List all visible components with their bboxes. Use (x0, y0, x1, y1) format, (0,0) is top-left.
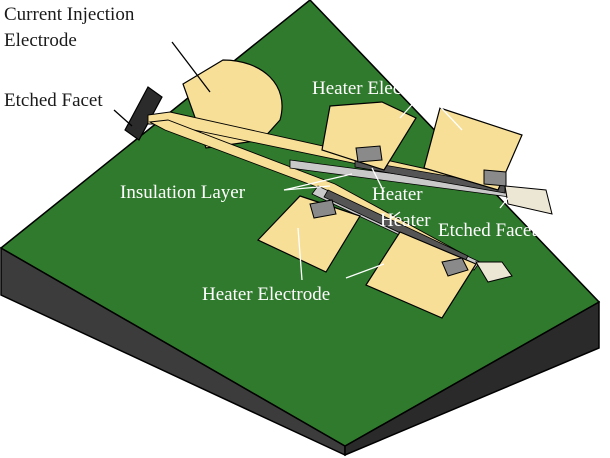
leader-lines-white (283, 97, 509, 281)
label-current-injection-line1: Current Injection (4, 4, 135, 25)
leader-heater-electrode-top-2 (431, 97, 463, 131)
contact-pad-1 (355, 145, 383, 163)
heater-electrode-bottom-left (256, 195, 361, 273)
label-etched-facet-left: Etched Facet (4, 90, 103, 111)
label-insulation-layer: Insulation Layer (120, 182, 246, 203)
leader-etched-facet-left (113, 109, 133, 127)
label-heater: Heater (372, 184, 423, 205)
leader-heater-electrode-top-1 (399, 97, 419, 119)
label-heater-lower: Heater (380, 210, 431, 231)
leader-heater-lower (391, 211, 401, 219)
leader-heater-electrode-bottom-1 (297, 227, 303, 281)
etched-facet-right-upper (504, 185, 553, 215)
label-etched-facet-right: Etched Facet (438, 220, 537, 241)
etched-facet-left-notch (124, 86, 163, 141)
leader-insulation-1 (283, 173, 353, 191)
leader-etched-facet-right (499, 197, 509, 209)
label-current-injection-line2: Electrode (4, 30, 77, 51)
etched-facet-right-lower (475, 261, 513, 283)
contact-pad-2 (483, 169, 507, 187)
heater-electrode-top-right (423, 107, 523, 191)
contact-pad-3 (309, 199, 337, 219)
label-heater-electrode-top: Heater Electrode (312, 78, 440, 99)
heater-electrode-bottom-right (365, 231, 477, 319)
contact-pad-4 (441, 257, 469, 277)
leader-lines (113, 41, 211, 127)
leader-insulation-2 (283, 185, 331, 191)
label-heater-electrode-bottom: Heater Electrode (202, 284, 330, 305)
leader-current-injection (171, 41, 211, 93)
heater-electrode-top-left (321, 101, 417, 171)
leader-heater-electrode-bottom-2 (345, 263, 385, 279)
leader-heater-upper (371, 167, 385, 193)
